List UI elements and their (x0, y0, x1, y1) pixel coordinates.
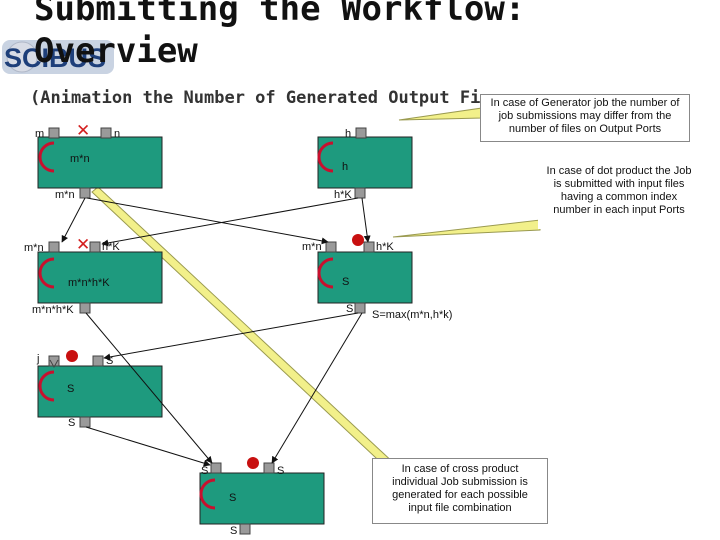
port-n3-out[interactable] (79, 302, 91, 314)
port-n5-in-right[interactable] (92, 355, 104, 367)
label-n1-in-n: n (114, 128, 120, 140)
job-node-5[interactable] (37, 365, 163, 418)
label-n4-out: S (346, 303, 353, 315)
label-n6-body: S (229, 492, 236, 504)
port-n2-in[interactable] (355, 127, 367, 139)
port-n3-in-right[interactable] (89, 241, 101, 253)
job-1-rotation-icon (38, 141, 55, 173)
job-6-rotation-icon (199, 478, 216, 510)
edge-n2-to-n4 (361, 197, 371, 243)
logo-text: SCIBUS (4, 43, 106, 73)
job-node-1[interactable] (37, 136, 163, 189)
dot-product-callout: In case of dot product the Job is submit… (538, 163, 700, 229)
label-n5-out: S (68, 417, 75, 429)
cross-callout-pointer (91, 186, 413, 487)
scibus-logo: SCIBUS (2, 40, 114, 74)
port-n3-in-left[interactable] (48, 241, 60, 253)
port-n1-in-n[interactable] (100, 127, 112, 139)
label-n4-body: S (342, 276, 349, 288)
port-n6-in-left[interactable] (210, 462, 222, 474)
edge-n5-to-n6 (85, 426, 211, 467)
slide-title: Submitting the Workflow: Overview (34, 0, 525, 72)
label-n3-in-left: m*n (24, 242, 44, 254)
label-n3-out: m*n*h*K (32, 304, 74, 316)
label-formula: S=max(m*n,h*k) (372, 309, 452, 321)
cross-product-mark-3: ✕ (76, 235, 90, 255)
dot-product-mark-6 (247, 457, 259, 469)
label-n3-in-right: h*K (102, 241, 120, 253)
edge-n1-to-n4 (86, 197, 329, 245)
label-n5-in-right: S (106, 355, 113, 367)
label-n4-in-right: h*K (376, 241, 394, 253)
label-n1-body: m*n (70, 153, 90, 165)
edge-n4-to-n5 (103, 312, 359, 361)
dot-product-mark-5 (66, 350, 78, 362)
job-node-3[interactable] (37, 251, 163, 304)
port-n4-out[interactable] (354, 302, 366, 314)
dot-product-mark-4 (352, 234, 364, 246)
label-n6-in-left: S (201, 465, 208, 477)
title-line-1: Submitting the Workflow: (34, 0, 526, 29)
label-n6-out: S (230, 525, 237, 537)
port-n4-in-right[interactable] (363, 241, 375, 253)
job-3-rotation-icon (38, 257, 55, 289)
cross-product-mark-1: ✕ (76, 121, 90, 141)
cross-product-callout: In case of cross product individual Job … (372, 458, 548, 524)
job-node-6[interactable] (199, 472, 325, 525)
edge-n2-to-n3 (101, 197, 359, 247)
port-n6-in-right[interactable] (263, 462, 275, 474)
port-n6-out[interactable] (239, 523, 251, 535)
label-n4-in-left: m*n (302, 241, 322, 253)
label-n2-in: h (345, 128, 351, 140)
label-n3-body: m*n*h*K (68, 277, 110, 289)
generator-mark-5 (49, 359, 59, 369)
label-n2-body: h (342, 161, 348, 173)
generator-callout: In case of Generator job the number of j… (480, 94, 690, 142)
job-node-4[interactable] (317, 251, 413, 304)
label-n1-in-m: m (35, 128, 44, 140)
label-n5-body: S (67, 383, 74, 395)
edge-n1-to-n3 (61, 197, 86, 243)
job-node-2[interactable] (317, 136, 413, 189)
label-n2-out: h*K (334, 189, 352, 201)
port-n1-in-m[interactable] (48, 127, 60, 139)
label-n5-in-left: j (36, 353, 39, 365)
job-4-rotation-icon (317, 257, 334, 289)
port-n1-out[interactable] (79, 187, 91, 199)
label-n1-out: m*n (55, 189, 75, 201)
dot-callout-pointer (392, 219, 541, 238)
port-n4-in-left[interactable] (325, 241, 337, 253)
label-n6-in-right: S (277, 465, 284, 477)
edge-n4-to-n6 (271, 312, 363, 464)
title-line-2: Overview (34, 31, 198, 71)
job-5-rotation-icon (38, 370, 55, 402)
job-2-rotation-icon (317, 141, 334, 173)
generator-callout-pointer (398, 107, 483, 121)
slide-subtitle: (Animation the Number of Generated Outpu… (30, 88, 481, 108)
edge-n3-to-n6 (85, 312, 213, 464)
port-n5-out[interactable] (79, 416, 91, 428)
port-n2-out[interactable] (354, 187, 366, 199)
